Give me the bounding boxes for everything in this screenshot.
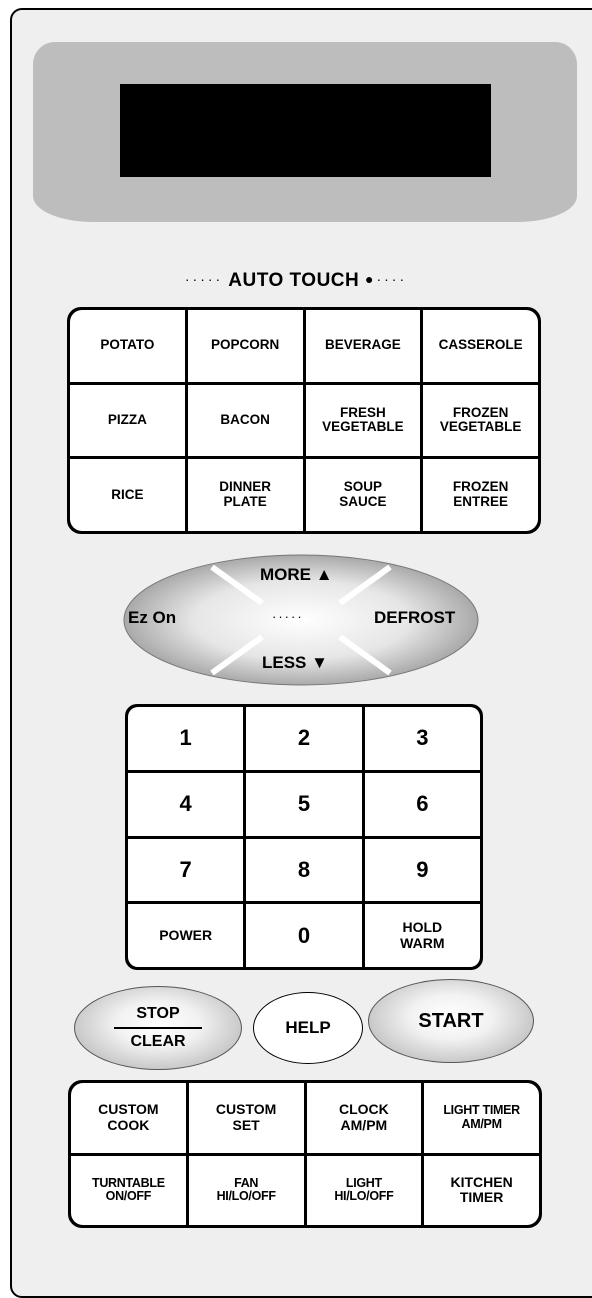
key-turntable[interactable]: TURNTABLE ON/OFF <box>71 1155 186 1225</box>
key-kitchen-timer[interactable]: KITCHEN TIMER <box>424 1155 539 1225</box>
key-5[interactable]: 5 <box>246 772 362 836</box>
key-pizza[interactable]: PIZZA <box>70 384 185 457</box>
key-0[interactable]: 0 <box>246 904 362 967</box>
key-4[interactable]: 4 <box>128 772 244 836</box>
key-2[interactable]: 2 <box>246 707 362 770</box>
auto-touch-title: AUTO TOUCH <box>228 270 360 291</box>
key-rice[interactable]: RICE <box>70 459 185 531</box>
key-soup-sauce[interactable]: SOUP SAUCE <box>305 459 421 531</box>
key-7[interactable]: 7 <box>128 838 244 902</box>
dial-center-dots: ····· <box>272 609 304 624</box>
clear-label: CLEAR <box>130 1032 186 1050</box>
key-clock[interactable]: CLOCK AM/PM <box>306 1083 422 1153</box>
key-power[interactable]: POWER <box>128 904 244 967</box>
key-light-timer[interactable]: LIGHT TIMER AM/PM <box>424 1083 539 1153</box>
start-button[interactable]: START <box>368 979 534 1063</box>
auto-touch-grid: POTATO POPCORN BEVERAGE CASSEROLE PIZZA … <box>67 307 541 534</box>
auto-touch-dots-left: ····· <box>184 271 224 287</box>
selector-dial: MORE ▲ LESS ▼ Ez On DEFROST ····· <box>122 553 480 687</box>
numeric-keypad: 1 2 3 4 5 6 7 8 9 POWER 0 HOLD WARM <box>125 704 483 970</box>
stop-label: STOP <box>136 1005 180 1023</box>
key-6[interactable]: 6 <box>364 772 480 836</box>
key-9[interactable]: 9 <box>364 838 480 902</box>
key-casserole[interactable]: CASSEROLE <box>423 310 538 382</box>
key-beverage[interactable]: BEVERAGE <box>305 310 421 382</box>
key-fan[interactable]: FAN HI/LO/OFF <box>188 1155 304 1225</box>
auto-touch-dots-right: ●···· <box>365 271 408 287</box>
key-frozen-entree[interactable]: FROZEN ENTREE <box>423 459 538 531</box>
help-button[interactable]: HELP <box>253 992 363 1064</box>
key-custom-cook[interactable]: CUSTOM COOK <box>71 1083 186 1153</box>
defrost-button[interactable]: DEFROST <box>374 608 456 627</box>
key-custom-set[interactable]: CUSTOM SET <box>188 1083 304 1153</box>
display-screen <box>120 84 491 177</box>
key-dinner-plate[interactable]: DINNER PLATE <box>187 459 303 531</box>
stop-clear-divider <box>114 1027 202 1029</box>
auto-touch-heading: ····· AUTO TOUCH ●···· <box>0 270 592 292</box>
less-button[interactable]: LESS ▼ <box>262 653 328 672</box>
key-1[interactable]: 1 <box>128 707 244 770</box>
more-button[interactable]: MORE ▲ <box>260 565 333 584</box>
selector-dial-graphic <box>123 554 479 686</box>
key-light[interactable]: LIGHT HI/LO/OFF <box>306 1155 422 1225</box>
key-popcorn[interactable]: POPCORN <box>187 310 303 382</box>
key-fresh-vegetable[interactable]: FRESH VEGETABLE <box>305 384 421 457</box>
key-hold-warm[interactable]: HOLD WARM <box>364 904 480 967</box>
key-potato[interactable]: POTATO <box>70 310 185 382</box>
stop-clear-button[interactable]: STOP CLEAR <box>74 986 242 1070</box>
key-3[interactable]: 3 <box>364 707 480 770</box>
key-8[interactable]: 8 <box>246 838 362 902</box>
key-frozen-vegetable[interactable]: FROZEN VEGETABLE <box>423 384 538 457</box>
key-bacon[interactable]: BACON <box>187 384 303 457</box>
ez-on-button[interactable]: Ez On <box>128 608 177 627</box>
function-keys-grid: CUSTOM COOK CUSTOM SET CLOCK AM/PM LIGHT… <box>68 1080 542 1228</box>
